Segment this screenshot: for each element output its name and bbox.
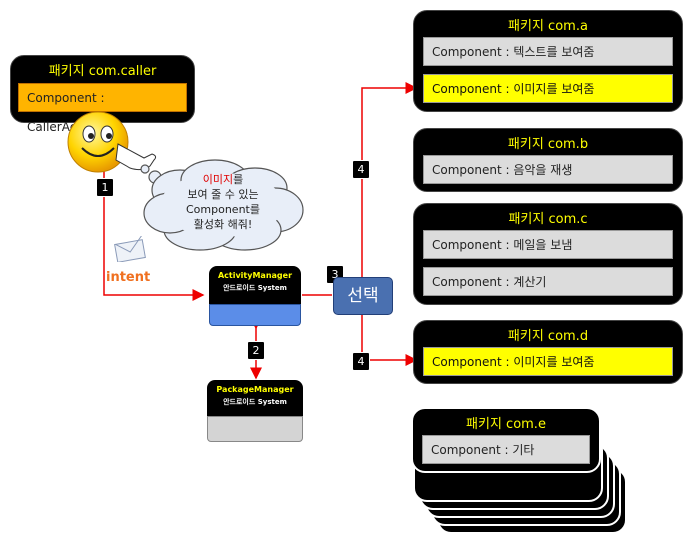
- step-badge-4-bottom: 4: [352, 352, 370, 371]
- package-com-caller: 패키지 com.caller Component : CallerActivit…: [10, 55, 195, 134]
- package-title: 패키지 com.e: [466, 417, 546, 432]
- step-badge-4-top: 4: [352, 160, 370, 179]
- package-com-b: 패키지 com.b Component : 음악을 재생: [413, 128, 683, 192]
- cloud-line-2: 보여 줄 수 있는: [187, 188, 259, 201]
- component-item: Component : 음악을 재생: [423, 155, 673, 184]
- activity-manager: ActivityManager 안드로이드 System: [209, 266, 301, 326]
- package-manager-header: PackageManager 안드로이드 System: [207, 380, 303, 416]
- package-manager: PackageManager 안드로이드 System: [207, 380, 303, 442]
- step-badge-2: 2: [247, 341, 265, 360]
- package-manager-name: PackageManager: [216, 385, 294, 394]
- activity-manager-body: [209, 304, 301, 326]
- package-title: 패키지 com.d: [507, 329, 589, 344]
- package-com-c: 패키지 com.c Component : 메일을 보냄 Component :…: [413, 203, 683, 305]
- envelope-icon: [114, 236, 146, 262]
- select-box: 선택: [333, 277, 393, 315]
- arrow-select-to-com-a: [361, 82, 418, 278]
- cloud-line-3: Component를: [186, 203, 260, 216]
- component-item: Component : 텍스트를 보여줌: [423, 37, 673, 66]
- activity-manager-header: ActivityManager 안드로이드 System: [209, 266, 301, 304]
- cloud-line-4: 활성화 해줘!: [193, 218, 253, 231]
- component-item-highlighted: Component : 이미지를 보여줌: [423, 74, 673, 103]
- component-item: Component : 계산기: [423, 267, 673, 296]
- package-manager-body: [207, 416, 303, 442]
- arrow-select-to-com-d: [361, 313, 418, 366]
- package-com-e: 패키지 com.e Component : 기타: [411, 407, 601, 473]
- cloud-text: 이미지를 보여 줄 수 있는 Component를 활성화 해줘!: [168, 172, 278, 232]
- cloud-line-1-rest: 를: [233, 173, 244, 186]
- package-title: 패키지 com.a: [508, 19, 588, 34]
- speech-cloud: [140, 159, 304, 251]
- cloud-highlight-word: 이미지: [202, 173, 234, 186]
- step-badge-1: 1: [96, 178, 114, 197]
- component-item-highlighted: Component : 이미지를 보여줌: [423, 347, 673, 376]
- activity-manager-system: 안드로이드 System: [223, 284, 287, 292]
- cloud-line-1: 이미지를: [168, 172, 278, 187]
- package-title: 패키지 com.b: [507, 137, 589, 152]
- component-item: Component : 메일을 보냄: [423, 230, 673, 259]
- component-item: Component : 기타: [422, 435, 590, 464]
- intent-label: intent: [106, 270, 151, 285]
- package-title: 패키지 com.caller: [48, 64, 157, 79]
- activity-manager-name: ActivityManager: [217, 271, 293, 280]
- smiley-pointing-icon: [67, 111, 157, 173]
- package-title: 패키지 com.c: [508, 212, 588, 227]
- caller-component: Component : CallerActivity: [18, 83, 187, 134]
- package-manager-system: 안드로이드 System: [223, 398, 287, 406]
- package-com-a: 패키지 com.a Component : 텍스트를 보여줌 Component…: [413, 10, 683, 112]
- package-com-d: 패키지 com.d Component : 이미지를 보여줌: [413, 320, 683, 384]
